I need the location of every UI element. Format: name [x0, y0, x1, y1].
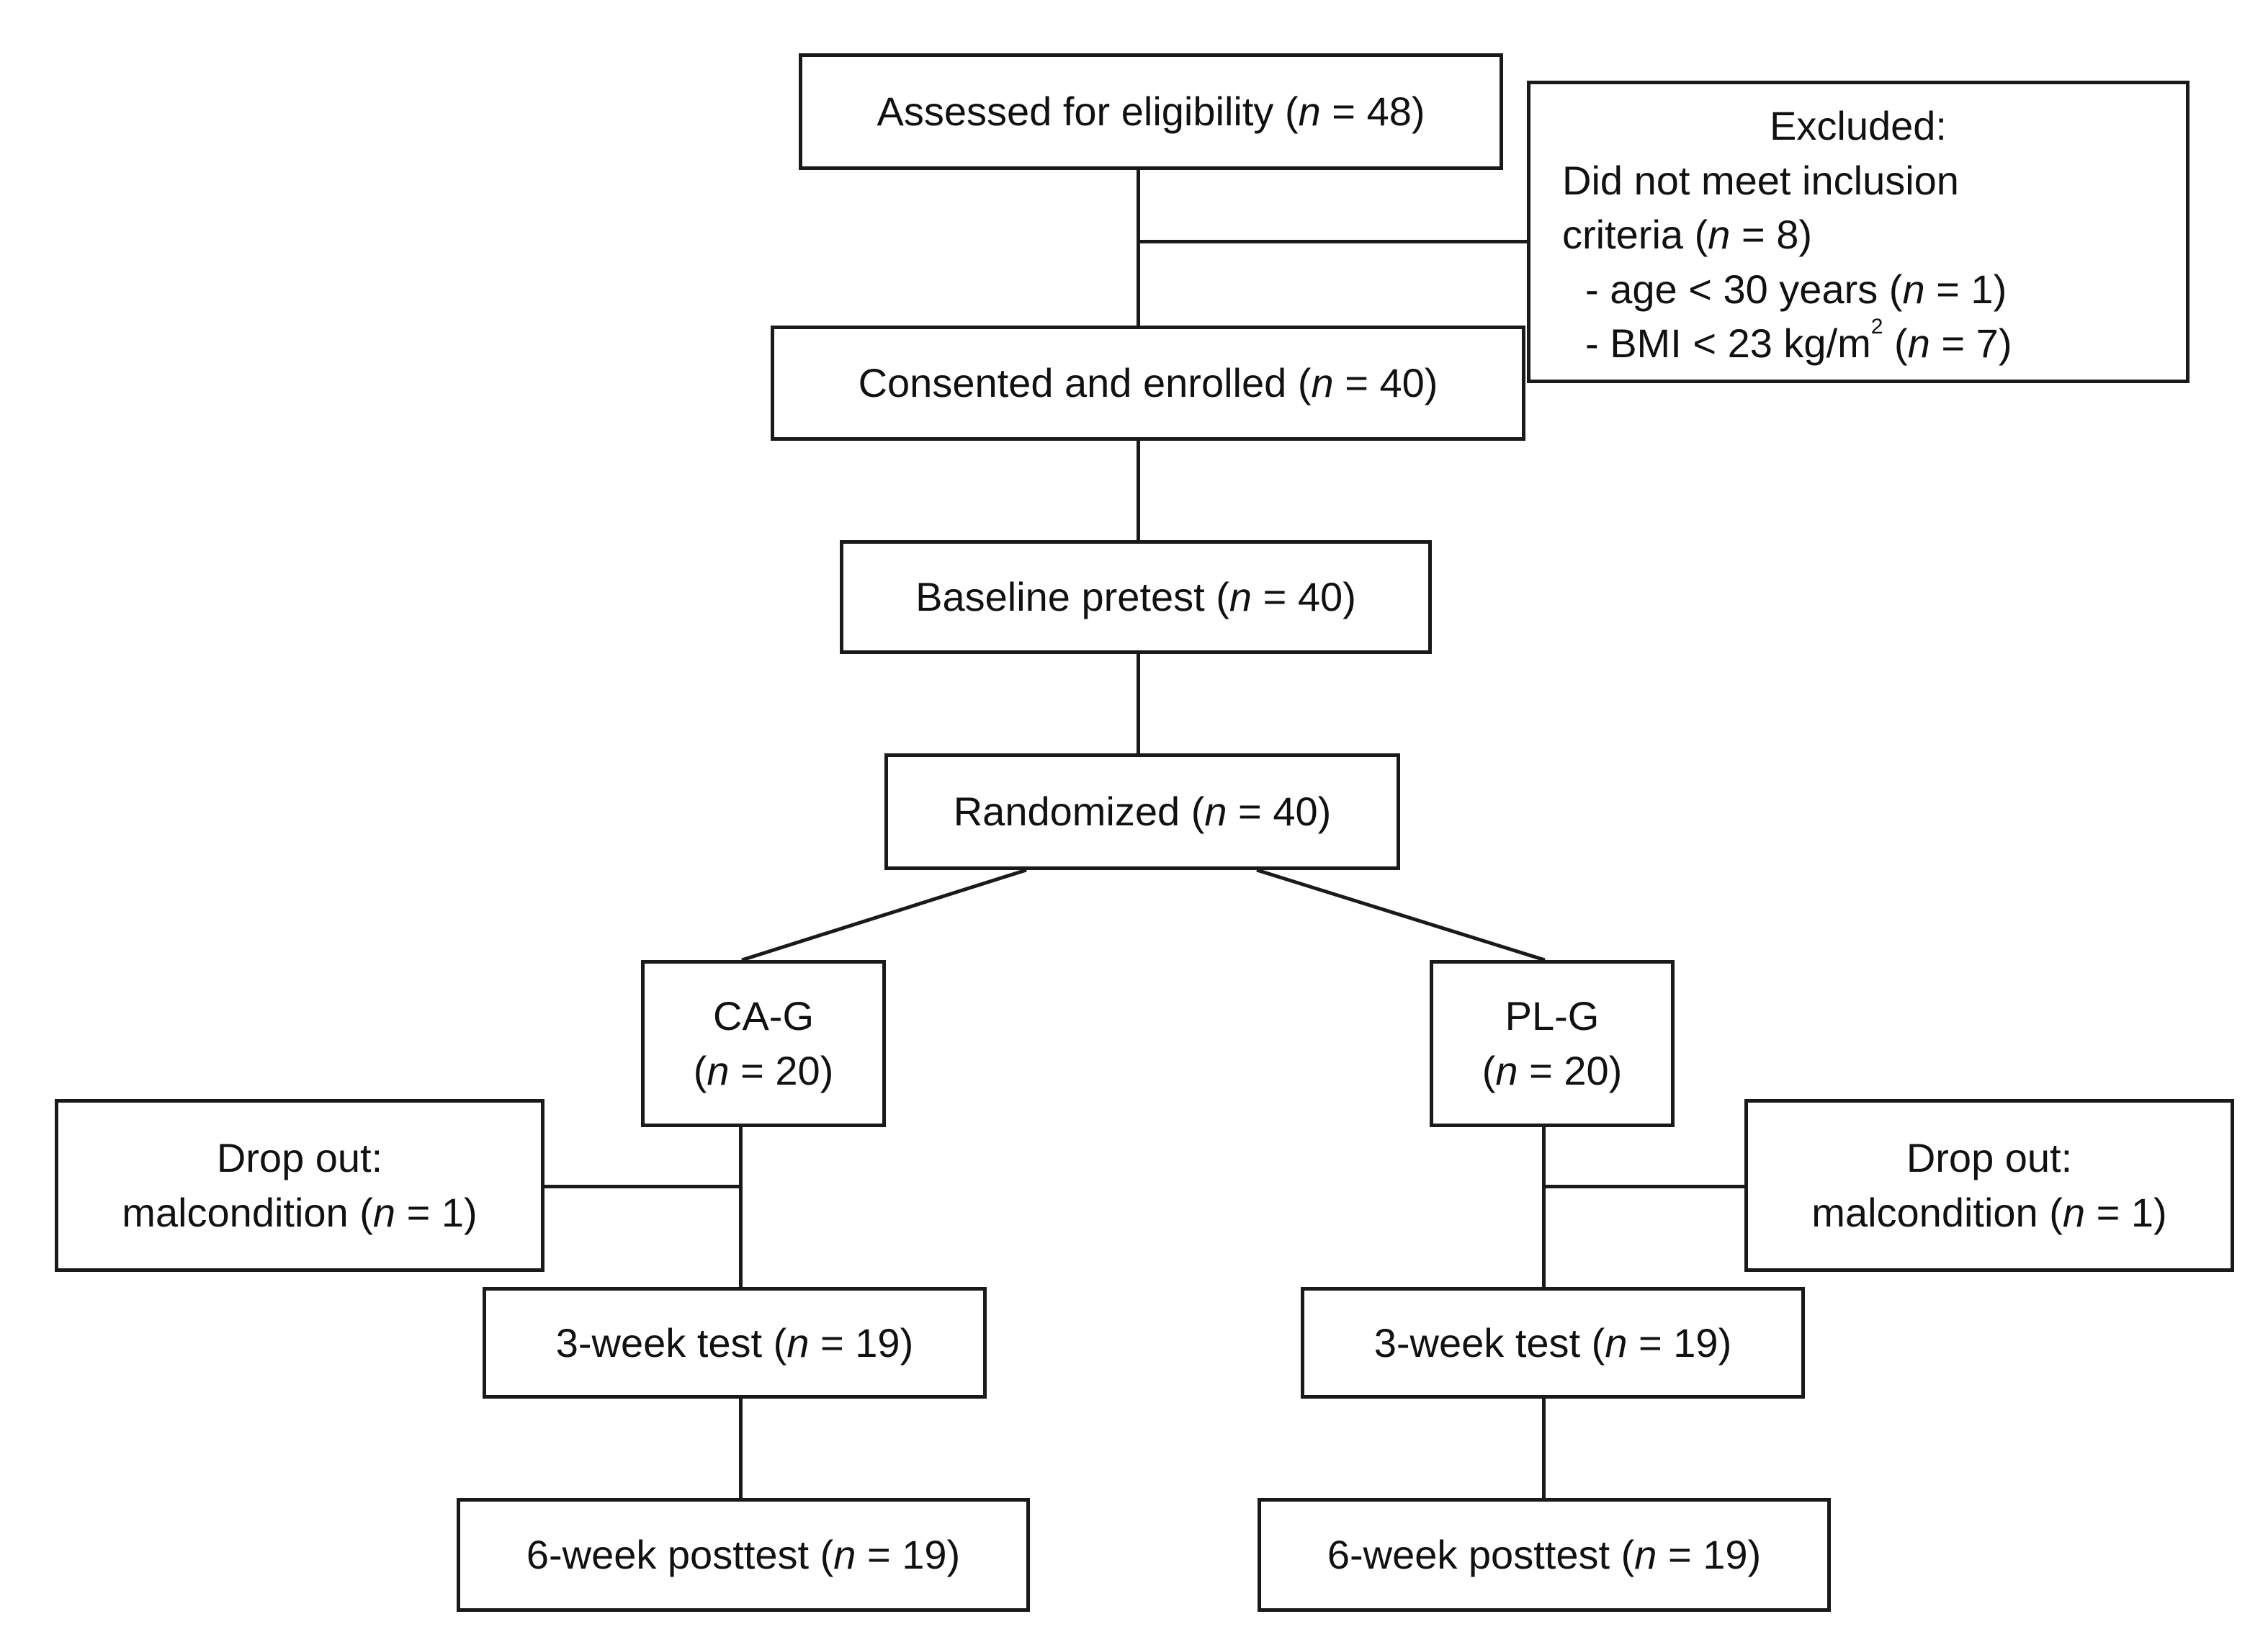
cag-count: (n = 20)	[693, 1048, 834, 1093]
connector-baseline-randomized	[1137, 654, 1140, 753]
assessed-box: Assessed for eligibility (n = 48)	[799, 53, 1503, 170]
plg-week3-text: 3-week test (n = 19)	[1373, 1319, 1732, 1366]
connector-plg-dropout	[1542, 1185, 1748, 1188]
cag-dropout-title: Drop out:	[216, 1135, 383, 1181]
excluded-item-bmi: - BMI < 23 kg/m2 (n = 7)	[1585, 315, 2012, 367]
connector-cag-week6	[739, 1399, 743, 1498]
consented-box: Consented and enrolled (n = 40)	[771, 326, 1525, 441]
plg-week3-box: 3-week test (n = 19)	[1301, 1287, 1805, 1399]
cag-week6-text: 6-week posttest (n = 19)	[526, 1532, 961, 1578]
connector-plg-week6	[1542, 1399, 1546, 1498]
plg-box: PL-G (n = 20)	[1430, 960, 1675, 1127]
connector-cag-week3	[739, 1127, 743, 1287]
excluded-reason: Did not meet inclusion	[1562, 157, 1959, 203]
assessed-text: Assessed for eligibility (n = 48)	[877, 89, 1425, 135]
baseline-box: Baseline pretest (n = 40)	[840, 540, 1432, 654]
cag-week3-text: 3-week test (n = 19)	[555, 1319, 914, 1366]
connector-plg-week3	[1542, 1127, 1546, 1287]
plg-count: (n = 20)	[1482, 1048, 1623, 1093]
plg-label: PL-G	[1505, 993, 1600, 1039]
plg-dropout-reason: malcondition (n = 1)	[1811, 1190, 2167, 1235]
plg-dropout-title: Drop out:	[1906, 1135, 2073, 1181]
connector-to-excluded	[1137, 240, 1527, 243]
baseline-text: Baseline pretest (n = 40)	[915, 574, 1356, 620]
cag-week6-box: 6-week posttest (n = 19)	[457, 1498, 1030, 1612]
connector-consented-baseline	[1137, 441, 1140, 540]
excluded-item-age: - age < 30 years (n = 1)	[1585, 266, 2007, 312]
connector-cag-dropout	[541, 1185, 743, 1188]
cag-dropout-box: Drop out: malcondition (n = 1)	[55, 1099, 544, 1272]
excluded-title: Excluded:	[1770, 103, 1947, 148]
randomized-box: Randomized (n = 40)	[884, 753, 1400, 870]
cag-dropout-reason: malcondition (n = 1)	[122, 1190, 478, 1235]
connector-assessed-consented	[1137, 170, 1140, 326]
excluded-box: Excluded: Did not meet inclusion criteri…	[1527, 81, 2189, 383]
consented-text: Consented and enrolled (n = 40)	[858, 360, 1438, 406]
cag-label: CA-G	[713, 993, 814, 1039]
plg-week6-text: 6-week posttest (n = 19)	[1327, 1532, 1762, 1578]
plg-dropout-box: Drop out: malcondition (n = 1)	[1744, 1099, 2234, 1272]
cag-week3-box: 3-week test (n = 19)	[483, 1287, 987, 1399]
branch-line-right	[1256, 868, 1546, 962]
plg-week6-box: 6-week posttest (n = 19)	[1258, 1498, 1831, 1612]
excluded-criteria: criteria (n = 8)	[1562, 212, 1813, 258]
randomized-text: Randomized (n = 40)	[953, 789, 1332, 835]
branch-line-left	[741, 868, 1027, 962]
cag-box: CA-G (n = 20)	[641, 960, 886, 1127]
